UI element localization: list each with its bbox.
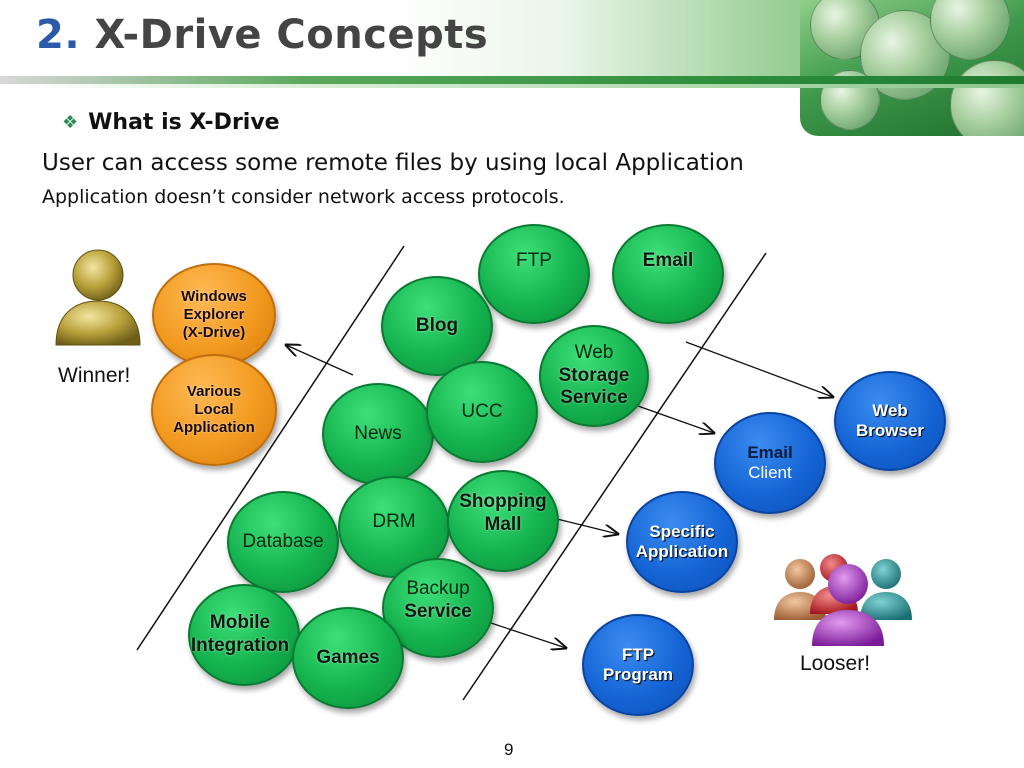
winner-label: Winner! [58,364,131,387]
node-label: Storage [558,364,630,386]
arrow-to-ftp-program [487,621,566,648]
node-label: (X-Drive) [182,324,246,341]
node-label: Games [316,646,380,668]
node-label: Windows [181,288,247,305]
web-storage-service-node: Web Storage Service [539,325,649,427]
title-number: 2. [36,12,81,58]
node-label: Application [635,542,729,561]
node-label: Database [242,530,324,552]
node-label: Backup [406,578,470,600]
node-label: News [354,422,402,444]
web-browser-node: Web Browser [834,371,946,471]
news-node: News [322,383,434,485]
ftp-program-node: FTP Program [582,614,694,716]
shopping-mall-node: Shopping Mall [447,470,559,572]
arrow-to-windows-explorer [286,345,354,376]
diamond-bullet-icon: ❖ [62,112,79,133]
mobile-integration-node: Mobile Integration [188,584,300,686]
node-label: UCC [461,400,503,422]
arrow-to-specific-application [552,517,618,534]
node-label: Web [872,400,908,420]
node-label: Mall [484,514,522,535]
node-label: DRM [372,510,416,532]
coins-image [800,0,1024,136]
divider-line-left [136,245,405,651]
node-label: Service [404,601,472,622]
page-title: 2. X-Drive Concepts [36,12,488,58]
node-label: FTP [516,249,552,271]
divider-line-right [462,252,767,701]
email-node: Email [612,224,724,324]
looser-label: Looser! [800,652,871,675]
node-label: Application [173,419,255,436]
page-number: 9 [504,740,514,759]
node-label: Local [194,401,234,418]
node-label: Browser [855,421,925,440]
games-node: Games [292,607,404,709]
node-label: Shopping [459,491,547,513]
arrow-to-email-client [637,405,714,433]
node-label: FTP [621,644,655,664]
email-client-node: Email Client [714,412,826,514]
node-label: Specific [649,521,715,541]
title-text: X-Drive Concepts [94,12,489,58]
node-label: Explorer [183,306,245,323]
description-line-1: User can access some remote files by usi… [42,150,744,176]
windows-explorer-node: Windows Explorer (X-Drive) [152,263,276,367]
single-user-icon [55,249,141,346]
node-label: Service [560,387,628,409]
node-label: Client [748,463,792,482]
node-label: Program [603,665,673,684]
node-label: Various [186,383,242,400]
header-rule-accent [0,84,1024,88]
node-label: Email [642,249,694,271]
specific-application-node: Specific Application [626,491,738,593]
arrow-to-web-browser [685,341,833,397]
description-line-2: Application doesn’t consider network acc… [42,186,565,208]
ucc-node: UCC [426,361,538,463]
ftp-node: FTP [478,224,590,324]
node-label: Mobile [209,612,271,634]
bullet-heading: ❖ What is X-Drive [62,110,280,135]
header-rule [0,76,1024,84]
bullet-text: What is X-Drive [88,110,280,135]
node-label: Web [574,341,614,363]
database-node: Database [227,491,339,593]
node-label: Email [747,442,793,462]
blog-node: Blog [381,276,493,376]
various-local-application-node: Various Local Application [151,354,277,466]
node-label: Blog [415,314,459,336]
group-users-icon [774,554,912,646]
node-label: Integration [190,635,290,656]
